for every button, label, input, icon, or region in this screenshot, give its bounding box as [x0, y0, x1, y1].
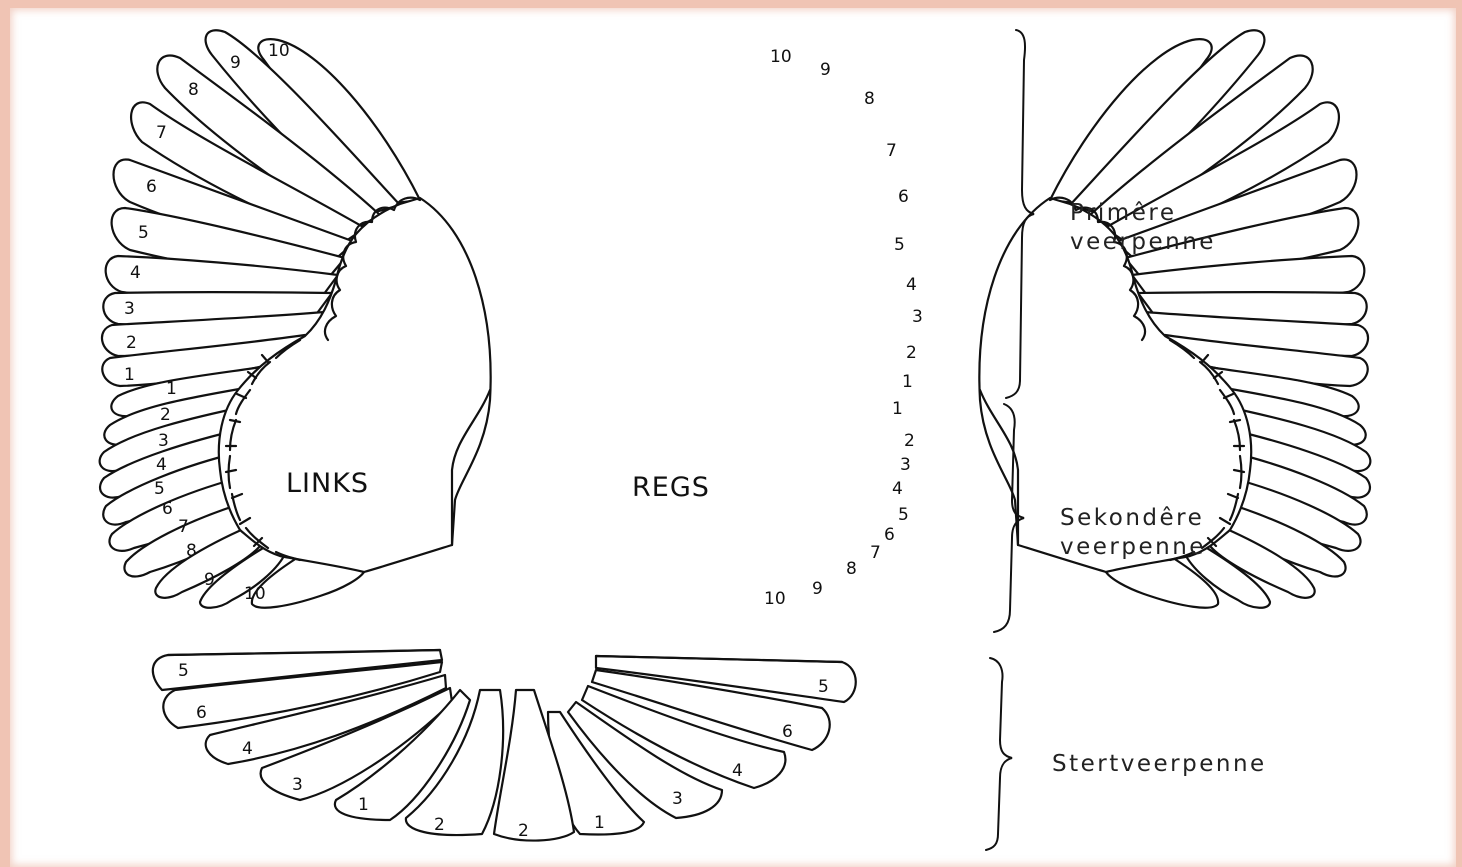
tail-left-number-4: 4 — [242, 739, 253, 759]
tail-right-number-6: 6 — [782, 722, 793, 742]
right-wing-label: REGS — [632, 472, 710, 503]
secondary-label-line1: Sekondêre — [1060, 505, 1204, 531]
right-secondary-number-9: 9 — [812, 579, 823, 599]
left-secondary-number-4: 4 — [156, 455, 167, 475]
tail-brace — [986, 658, 1012, 850]
right-secondary-number-7: 7 — [870, 543, 881, 563]
right-primary-number-10: 10 — [770, 47, 792, 67]
left-secondary-number-7: 7 — [178, 517, 189, 537]
tail — [153, 650, 856, 841]
right-primary-number-7: 7 — [886, 141, 897, 161]
left-secondary-number-6: 6 — [162, 499, 173, 519]
left-secondary-number-8: 8 — [186, 541, 197, 561]
right-primary-number-6: 6 — [898, 187, 909, 207]
right-primary-number-9: 9 — [820, 60, 831, 80]
right-primary-number-5: 5 — [894, 235, 905, 255]
primary-label-line1: Primêre — [1070, 200, 1176, 226]
right-secondary-number-10: 10 — [764, 589, 786, 609]
right-secondary-number-2: 2 — [904, 431, 915, 451]
right-secondary-number-6: 6 — [884, 525, 895, 545]
right-primary-number-4: 4 — [906, 275, 917, 295]
left-primary-number-6: 6 — [146, 177, 157, 197]
left-primary-number-2: 2 — [126, 333, 137, 353]
left-primary-number-8: 8 — [188, 80, 199, 100]
tail-right-number-4: 4 — [732, 761, 743, 781]
left-secondary-number-2: 2 — [160, 405, 171, 425]
right-primary-number-8: 8 — [864, 89, 875, 109]
right-secondary-number-4: 4 — [892, 479, 903, 499]
tail-label: Stertveerpenne — [1052, 751, 1267, 777]
right-primary-number-3: 3 — [912, 307, 923, 327]
left-wing-label: LINKS — [286, 468, 369, 499]
tail-left-number-3: 3 — [292, 775, 303, 795]
left-secondary-number-1: 1 — [166, 379, 177, 399]
tail-left-number-6: 6 — [196, 703, 207, 723]
left-primary-number-5: 5 — [138, 223, 149, 243]
secondary-label-line2: veerpenne — [1060, 534, 1206, 560]
tail-right-number-3: 3 — [672, 789, 683, 809]
left-wing — [100, 30, 491, 608]
left-primary-number-3: 3 — [124, 299, 135, 319]
right-secondary-number-5: 5 — [898, 505, 909, 525]
left-secondary-number-5: 5 — [154, 479, 165, 499]
left-secondary-number-10: 10 — [244, 584, 266, 604]
primary-label-line2: veerpenne — [1070, 229, 1216, 255]
tail-left-number-5: 5 — [178, 661, 189, 681]
right-primary-numbers: 1 2 3 4 5 6 7 8 9 10 — [770, 47, 923, 392]
tail-right-number-2: 2 — [518, 821, 529, 841]
tail-left-number-2: 2 — [434, 815, 445, 835]
tail-left-number-1: 1 — [358, 795, 369, 815]
right-secondary-numbers: 1 2 3 4 5 6 7 8 9 10 — [764, 399, 915, 609]
left-primary-number-10: 10 — [268, 41, 290, 61]
right-secondary-number-3: 3 — [900, 455, 911, 475]
left-secondary-number-9: 9 — [204, 570, 215, 590]
right-secondary-number-1: 1 — [892, 399, 903, 419]
right-primary-number-2: 2 — [906, 343, 917, 363]
left-secondary-number-3: 3 — [158, 431, 169, 451]
right-primary-number-1: 1 — [902, 372, 913, 392]
tail-right-number-1: 1 — [594, 813, 605, 833]
left-primary-number-7: 7 — [156, 123, 167, 143]
tail-right-number-5: 5 — [818, 677, 829, 697]
left-primary-number-1: 1 — [124, 365, 135, 385]
left-primary-number-9: 9 — [230, 53, 241, 73]
left-primary-number-4: 4 — [130, 263, 141, 283]
right-secondary-number-8: 8 — [846, 559, 857, 579]
